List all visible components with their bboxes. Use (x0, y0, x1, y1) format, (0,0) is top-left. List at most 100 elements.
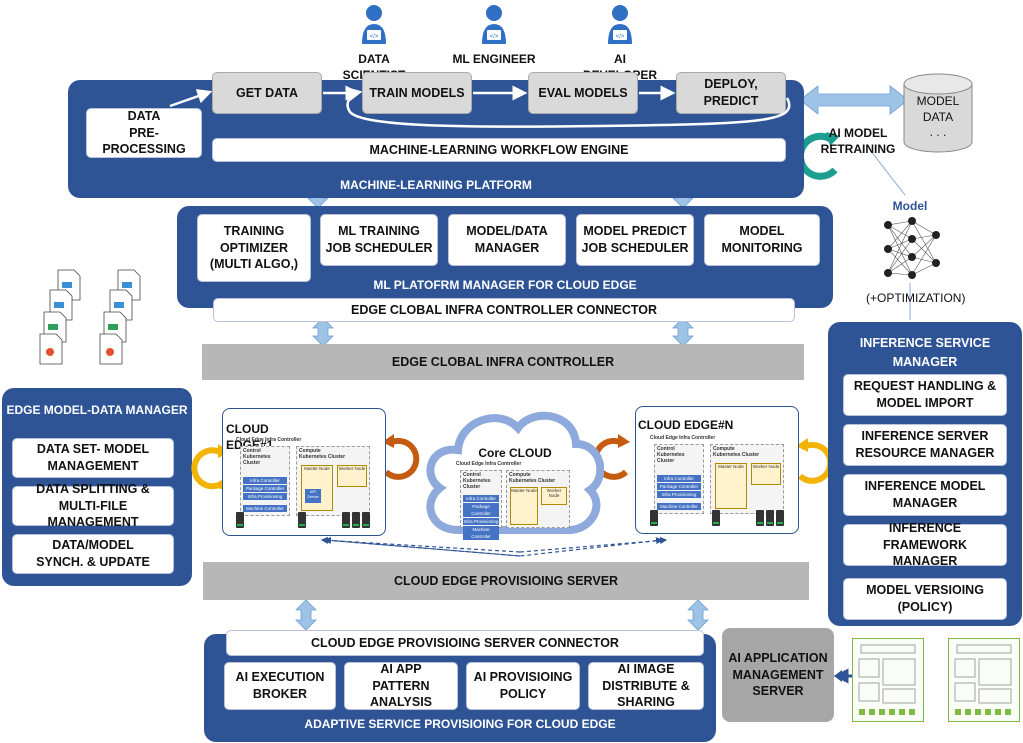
svg-text:</>: </> (616, 34, 625, 40)
server-rack-icon (236, 512, 244, 528)
edge-sync-dashed-arrow (320, 536, 668, 553)
infra-controller-small-label: Cloud Edge Infra Controller (650, 435, 716, 441)
request-handling-box: REQUEST HANDLING & MODEL IMPORT (843, 374, 1007, 416)
core-cloud-title: Core CLOUD (478, 446, 552, 460)
inference-framework-manager-box: INFERENCE FRAMEWORK MANAGER (843, 521, 1007, 568)
architecture-thumbnail (852, 638, 924, 722)
infra-controller-row: Infra Controller (243, 477, 287, 484)
document-files-icon (39, 269, 141, 365)
master-node-label: Master Node (304, 466, 330, 471)
worker-node-box: Worker Node (541, 487, 567, 505)
adaptive-provisioning-title: ADAPTIVE SERVICE PROVISIOING FOR CLOUD E… (304, 717, 616, 731)
eval-models-box: EVAL MODELS (528, 72, 638, 114)
ai-model-retraining-label: AI MODEL RETRAINING (820, 126, 896, 156)
provisioning-server-connector-bar: CLOUD EDGE PROVISIOING SERVER CONNECTOR (226, 630, 704, 656)
core-control-cluster-box: Control Kubernetes Cluster Infra Control… (460, 470, 502, 540)
compute-cluster-label: Compute Kubernetes Cluster (713, 446, 760, 458)
infra-controller-connector-bar: EDGE CLOBAL INFRA CONTROLLER CONNECTOR (213, 298, 795, 322)
neural-network-icon (884, 217, 940, 279)
edge-n-compute-cluster-box: Compute Kubernetes Cluster Master Node W… (710, 444, 784, 514)
control-cluster-label: Control Kubernetes Cluster (657, 446, 685, 464)
server-rack-icon (362, 512, 370, 528)
thumbnail-diagram-icon (858, 644, 916, 715)
person-laptop-icon: </> (482, 5, 506, 44)
training-optimizer-box: TRAINING OPTIMIZER (MULTI ALGO,) (197, 214, 311, 282)
ai-application-management-server-box: AI APPLICATION MANAGEMENT SERVER (722, 628, 834, 722)
machine-controller-row: Machine Controller (463, 526, 499, 540)
master-node-box: Master Node (301, 465, 333, 511)
server-rack-icon (342, 512, 350, 528)
package-controller-row: Package Controller (463, 503, 499, 517)
worker-node-label: Worker Node (338, 466, 366, 471)
role-label: ML ENGINEER (452, 52, 536, 66)
infra-provisioning-row: Infra Provisioning (657, 491, 701, 498)
optimization-label: (+OPTIMIZATION) (866, 291, 966, 305)
deploy-predict-box: DEPLOY, PREDICT (676, 72, 786, 114)
edge-model-data-manager-title: EDGE MODEL-DATA MANAGER (6, 403, 188, 417)
infra-controller-small-label: Cloud Edge Infra Controller (236, 437, 302, 443)
master-node-box: Master Node (510, 487, 538, 525)
svg-text:</>: </> (490, 34, 499, 40)
model-data-manager-box: MODEL/DATA MANAGER (448, 214, 566, 266)
master-node-label: Master Node (511, 488, 537, 493)
data-preprocessing-box: DATA PRE-PROCESSING (86, 108, 202, 158)
worker-node-box: Worker Node (337, 465, 367, 487)
machine-controller-row: Machine Controller (243, 505, 287, 512)
edge-n-control-cluster-box: Control Kubernetes Cluster Infra Control… (654, 444, 704, 514)
server-rack-icon (352, 512, 360, 528)
data-model-synch-box: DATA/MODEL SYNCH. & UPDATE (12, 534, 174, 574)
compute-cluster-label: Compute Kubernetes Cluster (299, 448, 346, 460)
workflow-arrows (169, 85, 791, 128)
ai-provisioning-policy-box: AI PROVISIOING POLICY (466, 662, 580, 710)
model-data-label: MODEL DATA . . . (916, 94, 960, 140)
thumbnail-diagram-icon (954, 644, 1012, 715)
cloud-edge-provisioning-server-bar: CLOUD EDGE PROVISIOING SERVER (203, 562, 809, 600)
master-node-box: Master Node (715, 463, 747, 509)
infra-controller-small-label: Cloud Edge Infra Controller (456, 461, 522, 467)
model-label: Model (892, 199, 928, 213)
server-rack-icon (776, 510, 784, 526)
master-node-label: Master Node (718, 464, 744, 469)
arrow-left-icon (834, 670, 852, 682)
compute-cluster-box: Compute Kubernetes Cluster Master Node W… (296, 446, 370, 516)
model-data-cylinder (903, 73, 973, 153)
inference-server-resource-manager-box: INFERENCE SERVER RESOURCE MANAGER (843, 424, 1007, 466)
data-set-model-management-box: DATA SET- MODEL MANAGEMENT (12, 438, 174, 478)
control-cluster-label: Control Kubernetes Cluster (243, 448, 271, 466)
api-server-box: API Server (305, 489, 321, 503)
person-laptop-icon: </> (608, 5, 632, 44)
get-data-box: GET DATA (212, 72, 322, 114)
role-ml-engineer: </> ML ENGINEER (452, 4, 536, 70)
cloud-edge-n-title: CLOUD EDGE#N (638, 418, 734, 432)
data-splitting-box: DATA SPLITTING & MULTI-FILE MANAGEMENT (12, 482, 174, 529)
server-rack-icon (766, 510, 774, 526)
core-compute-cluster-box: Compute Kubernetes Cluster Master Node W… (506, 470, 570, 528)
sync-cycle-icon (382, 434, 420, 480)
ml-training-job-scheduler-box: ML TRAINING JOB SCHEDULER (320, 214, 438, 266)
model-monitoring-box: MODEL MONITORING (704, 214, 820, 266)
ml-manager-title: ML PLATOFRM MANAGER FOR CLOUD EDGE (373, 278, 637, 292)
ai-execution-broker-box: AI EXECUTION BROKER (224, 662, 336, 710)
infra-controller-row: Infra Controller (463, 495, 499, 502)
ai-app-pattern-analysis-box: AI APP PATTERN ANALYSIS (344, 662, 458, 710)
ai-image-distribute-box: AI IMAGE DISTRIBUTE & SHARING (588, 662, 704, 710)
package-controller-row: Package Controller (243, 485, 287, 492)
worker-node-box: Worker Node (751, 463, 781, 485)
svg-text:</>: </> (370, 34, 379, 40)
control-cluster-label: Control Kubernetes Cluster (463, 472, 491, 490)
ml-workflow-engine-bar: MACHINE-LEARNING WORKFLOW ENGINE (212, 138, 786, 162)
infra-provisioning-row: Infra Provisioning (243, 493, 287, 500)
server-rack-icon (650, 510, 658, 526)
model-versioning-box: MODEL VERSIOING (POLICY) (843, 578, 1007, 620)
edge-global-infra-controller-bar: EDGE CLOBAL INFRA CONTROLLER (202, 344, 804, 380)
inference-service-manager-title: INFERENCE SERVICE MANAGER (859, 336, 991, 369)
infra-provisioning-row: Infra Provisioning (463, 518, 499, 525)
architecture-thumbnail (948, 638, 1020, 722)
server-rack-icon (756, 510, 764, 526)
server-rack-icon (298, 512, 306, 528)
ml-platform-title: MACHINE-LEARNING PLATFORM (340, 178, 532, 192)
server-rack-icon (712, 510, 720, 526)
inference-model-manager-box: INFERENCE MODEL MANAGER (843, 474, 1007, 516)
model-predict-job-scheduler-box: MODEL PREDICT JOB SCHEDULER (576, 214, 694, 266)
control-cluster-box: Control Kubernetes Cluster Infra Control… (240, 446, 290, 516)
